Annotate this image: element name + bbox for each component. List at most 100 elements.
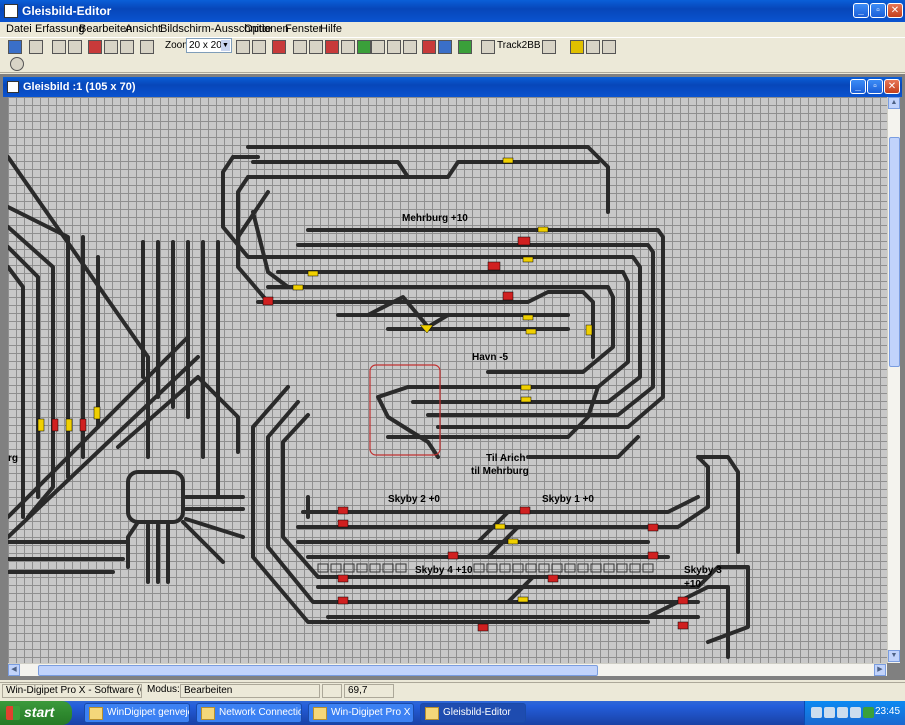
layout-icon[interactable] <box>542 40 556 54</box>
table-icon[interactable] <box>403 40 417 54</box>
menu-fenster[interactable]: Fenster <box>285 23 323 35</box>
route-icon[interactable] <box>371 40 385 54</box>
tray-icon[interactable] <box>824 707 835 718</box>
app-icon <box>425 707 439 720</box>
signal <box>677 621 689 630</box>
scroll-down-icon[interactable]: ▼ <box>888 650 900 662</box>
zoom-select[interactable]: 20 x 20 ▼ <box>186 38 232 53</box>
tray-icon[interactable] <box>837 707 848 718</box>
horizontal-scrollbar[interactable]: ◀ ▶ <box>8 663 887 676</box>
plug-icon[interactable] <box>357 40 371 54</box>
print-preview-icon[interactable] <box>68 40 82 54</box>
minimize-button[interactable]: _ <box>853 3 869 18</box>
signal <box>337 574 349 583</box>
signal-strength-icon[interactable] <box>863 707 874 718</box>
draw-icon[interactable] <box>88 40 102 54</box>
cut-icon[interactable] <box>29 40 43 54</box>
child-window-title: Gleisbild :1 (105 x 70) <box>23 81 136 93</box>
export-icon[interactable] <box>458 40 472 54</box>
title-bar: Gleisbild-Editor _ ▫ ✕ <box>0 0 905 22</box>
books-icon[interactable] <box>422 40 436 54</box>
rectangle-icon[interactable] <box>120 40 134 54</box>
track-loop-inner <box>251 160 600 179</box>
left-diag-5 <box>8 265 25 519</box>
marker <box>292 284 304 291</box>
task-windigipet-pro[interactable]: Win-Digipet Pro X (No... <box>308 703 414 723</box>
start-button[interactable]: start <box>0 701 72 725</box>
scroll-left-icon[interactable]: ◀ <box>8 664 20 676</box>
book-icon[interactable] <box>325 40 339 54</box>
copy-area-icon[interactable] <box>309 40 323 54</box>
track-loop-mid <box>221 155 310 259</box>
checkbox-empty-2-icon[interactable] <box>602 40 616 54</box>
child-maximize-button[interactable]: ▫ <box>867 79 883 94</box>
tray-icon[interactable] <box>850 707 861 718</box>
child-close-button[interactable]: ✕ <box>884 79 900 94</box>
task-label: WinDigipet genveje o... <box>107 707 190 718</box>
print-icon[interactable] <box>52 40 66 54</box>
globe-icon[interactable] <box>438 40 452 54</box>
track2bb-button[interactable]: Track2BB <box>497 40 541 51</box>
label-til-arich: Til Arich <box>486 453 525 464</box>
marker <box>517 596 529 603</box>
app-icon <box>4 4 18 18</box>
vertical-scrollbar[interactable]: ▲ ▼ <box>887 97 900 663</box>
menu-bildschirm-ausschnitte[interactable]: Bildschirm-Ausschnitte <box>160 23 272 35</box>
zoom-out-icon[interactable] <box>252 40 266 54</box>
maximize-button[interactable]: ▫ <box>870 3 886 18</box>
menu-optionen[interactable]: Optionen <box>244 23 289 35</box>
horizontal-scroll-thumb[interactable] <box>38 665 598 676</box>
mehrburg-track-1 <box>306 228 665 429</box>
signal <box>477 623 489 632</box>
signal <box>647 551 659 560</box>
marker <box>522 314 534 321</box>
chevron-down-icon[interactable]: ▼ <box>221 40 230 51</box>
track-diagram[interactable]: Mehrburg +10 Havn -5 Til Arich til Mehrb… <box>8 97 887 663</box>
signals <box>37 236 689 632</box>
menu-datei[interactable]: Datei <box>6 23 32 35</box>
menu-ansicht[interactable]: Ansicht <box>125 23 162 35</box>
menu-bar: Datei Erfassung Bearbeiten Ansicht Bilds… <box>0 22 905 37</box>
skyby-track-2 <box>296 455 710 529</box>
zoom-in-icon[interactable] <box>236 40 250 54</box>
checkbox-empty-icon[interactable] <box>586 40 600 54</box>
save-icon[interactable] <box>8 40 22 54</box>
monitor-icon[interactable] <box>387 40 401 54</box>
tray-icon[interactable] <box>811 707 822 718</box>
checkbox-checked-icon[interactable] <box>570 40 584 54</box>
close-button[interactable]: ✕ <box>887 3 903 18</box>
select-icon[interactable] <box>293 40 307 54</box>
magnet-icon[interactable] <box>272 40 286 54</box>
skyby-track-6 <box>316 575 710 604</box>
signal <box>519 506 531 515</box>
tools-icon[interactable] <box>481 40 495 54</box>
signal <box>517 236 531 246</box>
selection-highlight[interactable] <box>369 364 441 456</box>
track-layout-canvas[interactable]: Mehrburg +10 Havn -5 Til Arich til Mehrb… <box>8 97 887 663</box>
marker <box>520 384 532 391</box>
menu-bearbeiten[interactable]: Bearbeiten <box>79 23 133 35</box>
child-window-title-bar: Gleisbild :1 (105 x 70) _ ▫ ✕ <box>3 77 902 97</box>
scroll-right-icon[interactable]: ▶ <box>874 664 886 676</box>
mehrburg-track-3 <box>286 255 642 404</box>
task-gleisbild-editor[interactable]: Gleisbild-Editor <box>420 703 526 723</box>
signal <box>337 506 349 515</box>
menu-erfassung[interactable]: Erfassung <box>35 23 85 35</box>
label-skyby3: Skyby 3 <box>684 565 722 576</box>
skyby-track-4 <box>306 525 670 559</box>
menu-hilfe[interactable]: Hilfe <box>320 23 343 35</box>
scroll-up-icon[interactable]: ▲ <box>888 97 900 109</box>
child-minimize-button[interactable]: _ <box>850 79 866 94</box>
status-mode-value: Bearbeiten <box>180 684 320 698</box>
task-network-connections[interactable]: Network Connections <box>196 703 302 723</box>
task-windigipet-genveje[interactable]: WinDigipet genveje o... <box>84 703 190 723</box>
line-icon[interactable] <box>140 40 154 54</box>
globe-small-icon[interactable] <box>10 57 24 71</box>
marker <box>537 226 549 233</box>
signal <box>447 551 459 560</box>
vertical-scroll-thumb[interactable] <box>889 137 900 367</box>
list-icon[interactable] <box>341 40 355 54</box>
train-icon[interactable] <box>104 40 118 54</box>
til-arich <box>386 385 600 439</box>
